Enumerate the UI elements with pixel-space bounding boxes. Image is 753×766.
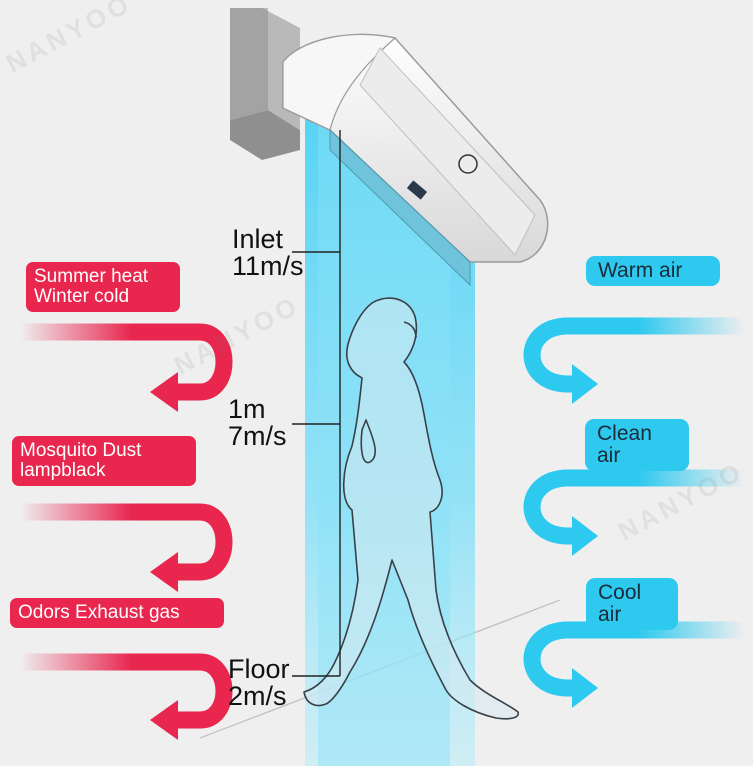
- threat-label-1: Summer heat Winter cold: [26, 262, 180, 312]
- measurement-speed: 11m/s: [232, 251, 304, 281]
- person-silhouette: [303, 297, 519, 720]
- measurement-guides: [292, 130, 341, 677]
- measurement-name: Floor: [228, 654, 290, 684]
- threat-arrow-1: [20, 323, 233, 412]
- unit-logo-icon: [458, 154, 478, 174]
- threat-arrow-3: [20, 653, 233, 740]
- wall: [230, 8, 300, 160]
- benefit-arrow-3: [523, 621, 745, 708]
- threat-arrow-2: [20, 503, 233, 592]
- measurement-speed: 7m/s: [228, 421, 287, 451]
- benefit-arrow-1: [523, 317, 745, 404]
- measurement-inlet: Inlet 11m/s: [232, 226, 304, 280]
- measurement-speed: 2m/s: [228, 681, 287, 711]
- threat-label-2: Mosquito Dust lampblack: [12, 436, 196, 486]
- measurement-1m: 1m 7m/s: [228, 396, 287, 450]
- measurement-name: 1m: [228, 394, 266, 424]
- air-curtain-unit: [282, 33, 549, 287]
- threat-label-3: Odors Exhaust gas: [10, 598, 224, 628]
- measurement-floor: Floor 2m/s: [228, 656, 290, 710]
- measurement-name: Inlet: [232, 224, 284, 254]
- unit-display: [406, 180, 428, 200]
- benefit-arrow-2: [523, 469, 745, 556]
- benefit-label-1: Warm air: [586, 256, 720, 287]
- benefit-label-3: Cool air: [586, 578, 678, 631]
- benefit-label-2: Clean air: [585, 419, 689, 472]
